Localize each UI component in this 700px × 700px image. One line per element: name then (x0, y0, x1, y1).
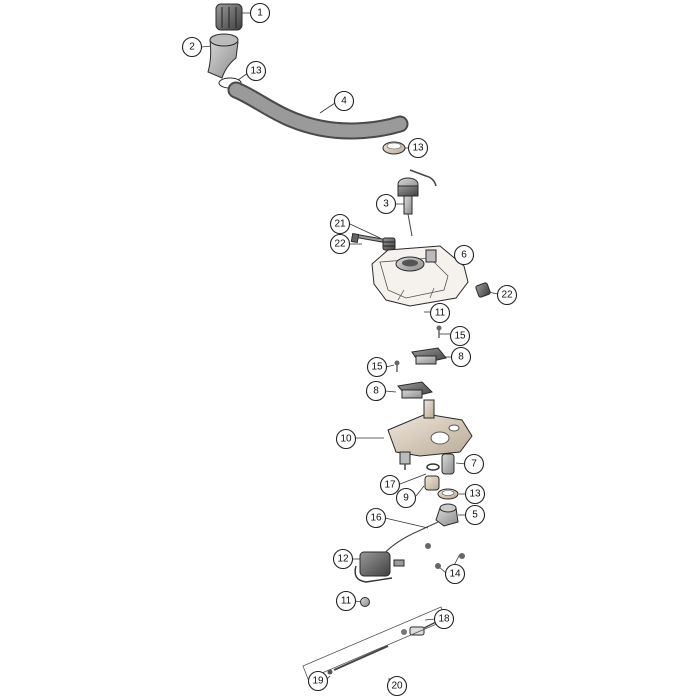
svg-text:19: 19 (312, 676, 324, 687)
part-grommet-right (475, 282, 491, 298)
callout-18[interactable]: 18 (433, 608, 455, 630)
part-nut-lower (360, 597, 370, 607)
callout-7[interactable]: 7 (463, 453, 485, 475)
leader-lines (200, 12, 499, 686)
part-hose-clamp-lower (437, 488, 459, 500)
part-mounting-bracket (387, 399, 473, 470)
svg-text:13: 13 (469, 489, 481, 500)
callout-8[interactable]: 8 (365, 380, 387, 402)
svg-text:20: 20 (391, 681, 403, 692)
callout-11[interactable]: 11 (335, 590, 357, 612)
callout-20[interactable]: 20 (386, 675, 408, 697)
callouts: 1 2 13 4 13 3 21 22 6 22 11 15 15 8 8 10… (181, 2, 518, 697)
part-cap (215, 3, 243, 31)
part-pump (354, 533, 413, 583)
svg-text:13: 13 (250, 66, 262, 77)
svg-text:22: 22 (334, 239, 346, 250)
callout-13[interactable]: 13 (407, 137, 429, 159)
part-screw-long (350, 232, 387, 244)
callout-15[interactable]: 15 (366, 356, 388, 378)
part-sleeve (441, 453, 455, 475)
svg-text:2: 2 (189, 42, 195, 53)
callout-22[interactable]: 22 (329, 233, 351, 255)
part-sensor-lower (397, 381, 433, 399)
callout-14[interactable]: 14 (444, 563, 466, 585)
callout-6[interactable]: 6 (453, 244, 475, 266)
part-bolts-lower (425, 543, 465, 569)
part-oring (426, 463, 440, 471)
callout-16[interactable]: 16 (365, 507, 387, 529)
svg-text:8: 8 (373, 386, 379, 397)
svg-text:15: 15 (371, 362, 383, 373)
callout-15[interactable]: 15 (449, 325, 471, 347)
callout-10[interactable]: 10 (335, 428, 357, 450)
part-valve (397, 169, 437, 237)
svg-text:11: 11 (435, 308, 446, 319)
part-corrugated-hose (227, 81, 409, 140)
callout-11[interactable]: 11 (429, 302, 451, 324)
part-elbow-connector (207, 33, 239, 79)
svg-text:10: 10 (340, 434, 352, 445)
part-small-screw (436, 325, 442, 338)
part-small-screw-left (394, 360, 400, 372)
part-rod-assembly-frame (302, 606, 447, 680)
svg-text:14: 14 (449, 569, 461, 580)
part-hose-clamp-middle (382, 141, 406, 155)
svg-text:22: 22 (501, 290, 513, 301)
callout-22[interactable]: 22 (496, 284, 518, 306)
svg-text:15: 15 (454, 331, 466, 342)
part-sensor-upper (411, 347, 447, 365)
callout-8[interactable]: 8 (450, 346, 472, 368)
callout-21[interactable]: 21 (329, 213, 351, 235)
part-reservoir (371, 245, 469, 307)
svg-text:9: 9 (403, 493, 409, 504)
svg-text:16: 16 (370, 513, 382, 524)
part-grommet-upper (382, 237, 396, 251)
callout-13[interactable]: 13 (245, 60, 267, 82)
svg-text:6: 6 (461, 250, 467, 261)
part-hose-connector (411, 503, 459, 535)
svg-text:7: 7 (471, 459, 477, 470)
svg-text:12: 12 (337, 554, 349, 565)
svg-text:4: 4 (341, 96, 347, 107)
svg-text:3: 3 (383, 199, 389, 210)
callout-1[interactable]: 1 (249, 2, 271, 24)
callout-2[interactable]: 2 (181, 36, 203, 58)
callout-12[interactable]: 12 (332, 548, 354, 570)
callout-4[interactable]: 4 (333, 90, 355, 112)
svg-text:17: 17 (384, 480, 396, 491)
part-tube-fitting (401, 621, 437, 636)
callout-9[interactable]: 9 (395, 487, 417, 509)
part-bushing (424, 475, 440, 491)
callout-3[interactable]: 3 (375, 193, 397, 215)
svg-text:1: 1 (257, 8, 263, 19)
callout-5[interactable]: 5 (464, 504, 486, 526)
svg-text:5: 5 (472, 510, 478, 521)
svg-text:8: 8 (458, 352, 464, 363)
callout-19[interactable]: 19 (307, 670, 329, 692)
svg-text:18: 18 (438, 614, 450, 625)
svg-text:13: 13 (412, 143, 424, 154)
callout-13[interactable]: 13 (464, 483, 486, 505)
callout-17[interactable]: 17 (379, 474, 401, 496)
svg-text:21: 21 (334, 219, 346, 230)
svg-text:11: 11 (341, 596, 352, 607)
